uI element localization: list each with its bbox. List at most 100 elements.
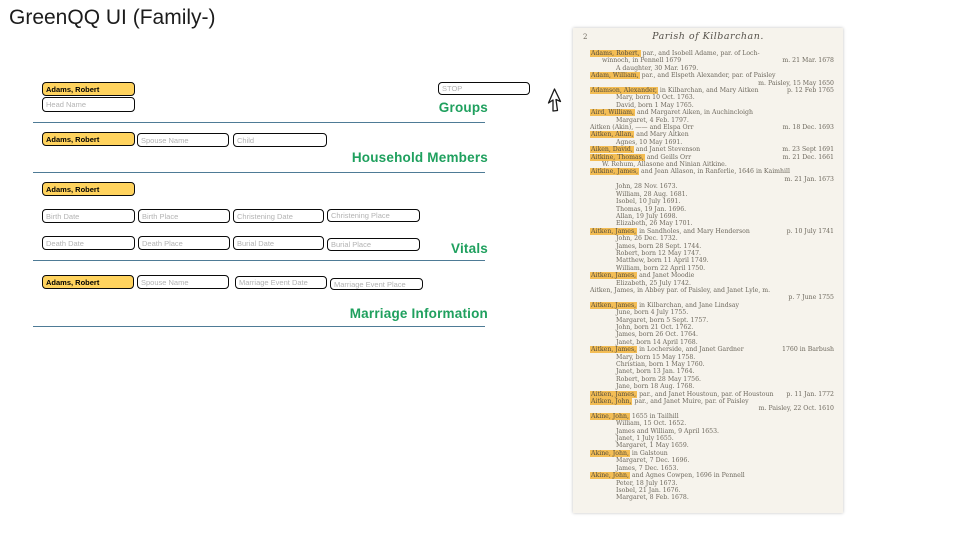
entry-text: and Jean Allason, in Ranferlie, 1646 in … [639, 168, 790, 176]
entry-text: Mary, born 10 Oct. 1763. [616, 94, 695, 102]
marriage-head-field[interactable] [42, 275, 134, 289]
stop-input[interactable] [438, 82, 530, 95]
entry-text: par., and Janet Houstoun, par. of Housto… [637, 390, 774, 398]
document-line: Peter, 18 July 1673. [573, 480, 843, 487]
entry-text: and Geills Orr [644, 153, 692, 161]
highlighted-name: Aird, William, [590, 109, 635, 117]
document-line: Agnes, 10 May 1691. [573, 139, 843, 146]
document-line: David, born 1 May 1765. [573, 102, 843, 109]
document-line: Christian, born 1 May 1760. [573, 361, 843, 368]
christening-place-input[interactable] [327, 209, 420, 222]
christening-date-input[interactable] [233, 209, 324, 223]
entry-text: Janet, born 13 Jan. 1764. [616, 368, 695, 376]
document-line: James, 7 Dec. 1653. [573, 465, 843, 472]
document-line: Jane, born 18 Aug. 1768. [573, 383, 843, 390]
entry-text: James and William, 9 April 1653. [616, 427, 720, 435]
entry-text: Margaret, 1 May 1659. [616, 442, 689, 450]
entry-text: and Mary Aitken [634, 131, 689, 139]
entry-text: Margaret, 4 Feb. 1797. [616, 116, 689, 124]
entry-text: Jane, born 18 Aug. 1768. [616, 383, 695, 391]
marriage-event-date-input[interactable] [235, 276, 327, 289]
entry-text: June, born 4 July 1755. [616, 309, 689, 317]
document-line: Adamson, Alexander, in Kilbarchan, and M… [573, 87, 843, 95]
entry-text: W. Rehum, Allasone and Ninian Aitkine. [602, 161, 727, 169]
document-line: Aitken, James, in Locherside, and Janet … [573, 346, 843, 354]
document-line: Aitken, John, par., and Janet Muire, par… [573, 398, 843, 406]
entry-text: in Locherside, and Janet Gardner [637, 346, 744, 354]
highlighted-name: Aitken, James, [590, 390, 638, 398]
document-line: Aitken, James, par., and Janet Houstoun,… [573, 390, 843, 398]
death-date-input[interactable] [42, 236, 135, 250]
head-name-input[interactable] [42, 97, 135, 112]
entry-text: and Margaret Aiken, in Auchincloigh [635, 109, 753, 117]
highlighted-name: Aitkine, James, [590, 168, 640, 176]
document-lines: Adams, Robert, par., and Isobell Adame, … [573, 50, 843, 502]
highlighted-name: Aiken, David, [590, 146, 634, 154]
document-page-number: 2 [583, 33, 588, 41]
entry-text: John, born 21 Oct. 1762. [616, 323, 694, 331]
marriage-spouse-input[interactable] [137, 275, 229, 289]
birth-place-input[interactable] [138, 209, 230, 223]
document-line: Margaret, 8 Feb. 1678. [573, 494, 843, 501]
burial-place-input[interactable] [327, 238, 420, 251]
document-line: Akine, John, 1655 in Tailhill [573, 412, 843, 420]
document-line: Margaret, 1 May 1659. [573, 442, 843, 449]
parish-register-document: 2 Parish of Kilbarchan. Adams, Robert, p… [573, 28, 843, 513]
document-line: William, 15 Oct. 1652. [573, 420, 843, 427]
child-input[interactable] [233, 133, 327, 147]
spouse-name-input[interactable] [137, 133, 229, 147]
document-line: Aitken, James, in Sandholes, and Mary He… [573, 227, 843, 235]
document-line: Adam, William, par., and Elspeth Alexand… [573, 72, 843, 80]
entry-date: p. 10 July 1741 [786, 227, 834, 235]
entry-text: David, born 1 May 1765. [616, 101, 694, 109]
vitals-head-field[interactable] [42, 182, 135, 196]
entry-text: Robert, born 28 May 1756. [616, 375, 702, 383]
document-line: June, born 4 July 1755. [573, 309, 843, 316]
entry-text: and Janet Moodie [637, 272, 695, 280]
document-line: Matthew, born 11 April 1749. [573, 257, 843, 264]
entry-text: par., and Janet Muire, par. of Paisley [632, 398, 749, 406]
entry-date: m. 18 Dec. 1693 [782, 124, 834, 132]
document-line: Aitken, James, and Janet Moodie [573, 272, 843, 280]
entry-text: John, 26 Dec. 1732. [616, 235, 678, 243]
document-line: W. Rehum, Allasone and Ninian Aitkine. [573, 161, 843, 168]
document-line: Isobel, 10 July 1691. [573, 198, 843, 205]
household-head-field[interactable] [42, 132, 135, 146]
document-line: James and William, 9 April 1653. [573, 428, 843, 435]
highlighted-name: Adamson, Alexander, [590, 87, 658, 95]
highlighted-name: Aitken, Allan, [590, 131, 635, 139]
highlighted-name: Aitken, John, [590, 398, 633, 406]
entry-text: par., and Elspeth Alexander, par. of Pai… [639, 72, 776, 80]
document-line: Margaret, 7 Dec. 1696. [573, 457, 843, 464]
burial-date-input[interactable] [233, 236, 324, 250]
page-title: GreenQQ UI (Family-) [9, 6, 216, 29]
document-header: Parish of Kilbarchan. [652, 31, 764, 42]
document-line: Adams, Robert, par., and Isobell Adame, … [573, 50, 843, 57]
document-line: Allan, 19 July 1698. [573, 213, 843, 220]
marriage-event-place-input[interactable] [330, 278, 423, 290]
document-line: Thomas, 19 Jan. 1696. [573, 206, 843, 213]
highlighted-name: Aitken, James, [590, 346, 638, 354]
entry-text: Elizabeth, 25 July 1742. [616, 279, 691, 287]
document-line: m. Paisley, 22 Oct. 1610 [573, 405, 843, 412]
entry-text: A daughter, 30 Mar. 1679. [616, 64, 699, 72]
document-line: Isobel, 21 Jan. 1676. [573, 487, 843, 494]
birth-date-input[interactable] [42, 209, 135, 223]
group-head-name-field[interactable] [42, 82, 135, 96]
entry-date: p. 7 June 1755 [788, 294, 834, 302]
entry-text: Margaret, 8 Feb. 1678. [616, 494, 689, 502]
document-line: A daughter, 30 Mar. 1679. [573, 65, 843, 72]
document-line: Janet, born 13 Jan. 1764. [573, 368, 843, 375]
entry-text: par., and Isobell Adame, par. of Loch- [640, 50, 760, 57]
entry-text: John, 28 Nov. 1673. [616, 183, 678, 191]
document-line: Akine, John, in Galstoun [573, 449, 843, 457]
entry-text: Peter, 18 July 1673. [616, 479, 678, 487]
vitals-section-label: Vitals [451, 241, 488, 256]
highlighted-name: Adams, Robert, [590, 50, 641, 57]
document-line: Margaret, 4 Feb. 1797. [573, 117, 843, 124]
death-place-input[interactable] [138, 236, 230, 250]
document-line: William, 28 Aug. 1681. [573, 191, 843, 198]
document-line: Aitkine, James, and Jean Allason, in Ran… [573, 168, 843, 176]
entry-text: Robert, born 12 May 1747. [616, 249, 702, 257]
